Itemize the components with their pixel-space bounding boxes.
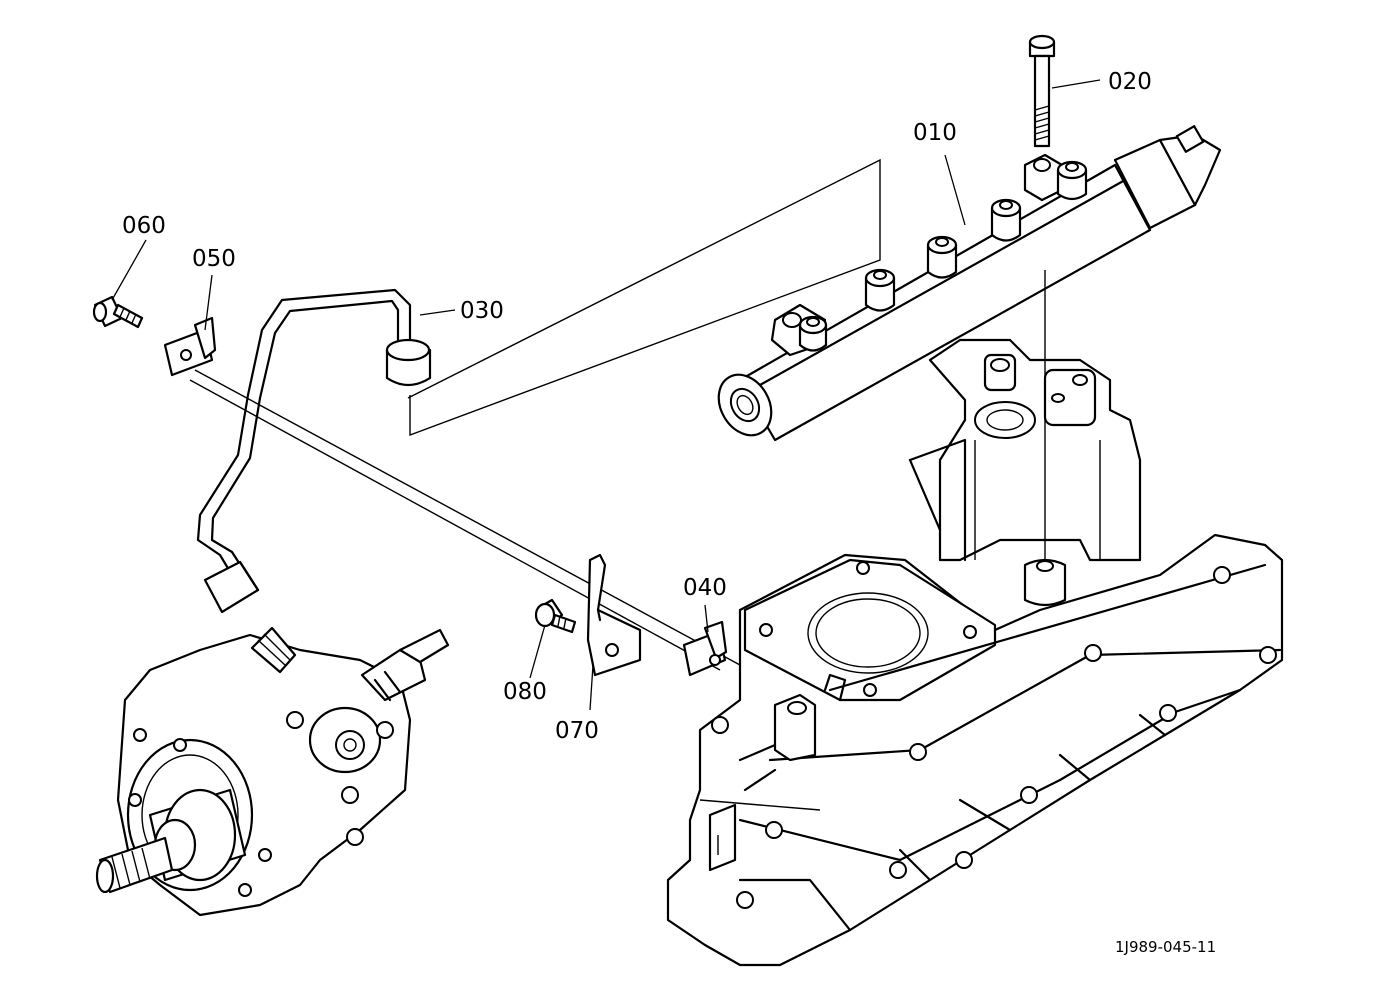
engine-case-housing (666, 338, 1284, 967)
fuel-injection-pipe (196, 158, 881, 614)
drawing-code: 1J989-045-11 (1115, 938, 1216, 956)
rail-mounting-bolt (1028, 34, 1056, 148)
clamp-bolt-060 (92, 295, 144, 329)
rail-outlet-fittings (798, 160, 1088, 352)
common-rail (717, 125, 1222, 560)
callout-010: 010 (913, 120, 957, 146)
bracket-bolt-080 (534, 598, 577, 634)
callout-leaders (111, 79, 1101, 711)
callout-030: 030 (460, 298, 504, 324)
callout-080: 080 (503, 679, 547, 705)
callout-040: 040 (683, 575, 727, 601)
callout-050: 050 (192, 246, 236, 272)
callout-060: 060 (122, 213, 166, 239)
callout-070: 070 (555, 718, 599, 744)
pipe-clamp-040 (682, 620, 728, 677)
clamp-centerline-offset (189, 379, 721, 671)
pipe-bracket-070 (586, 553, 642, 677)
callout-020: 020 (1108, 69, 1152, 95)
fuel-supply-pump (95, 626, 450, 917)
clamp-centerline (194, 369, 741, 666)
pipe-clamp-050 (163, 316, 217, 377)
